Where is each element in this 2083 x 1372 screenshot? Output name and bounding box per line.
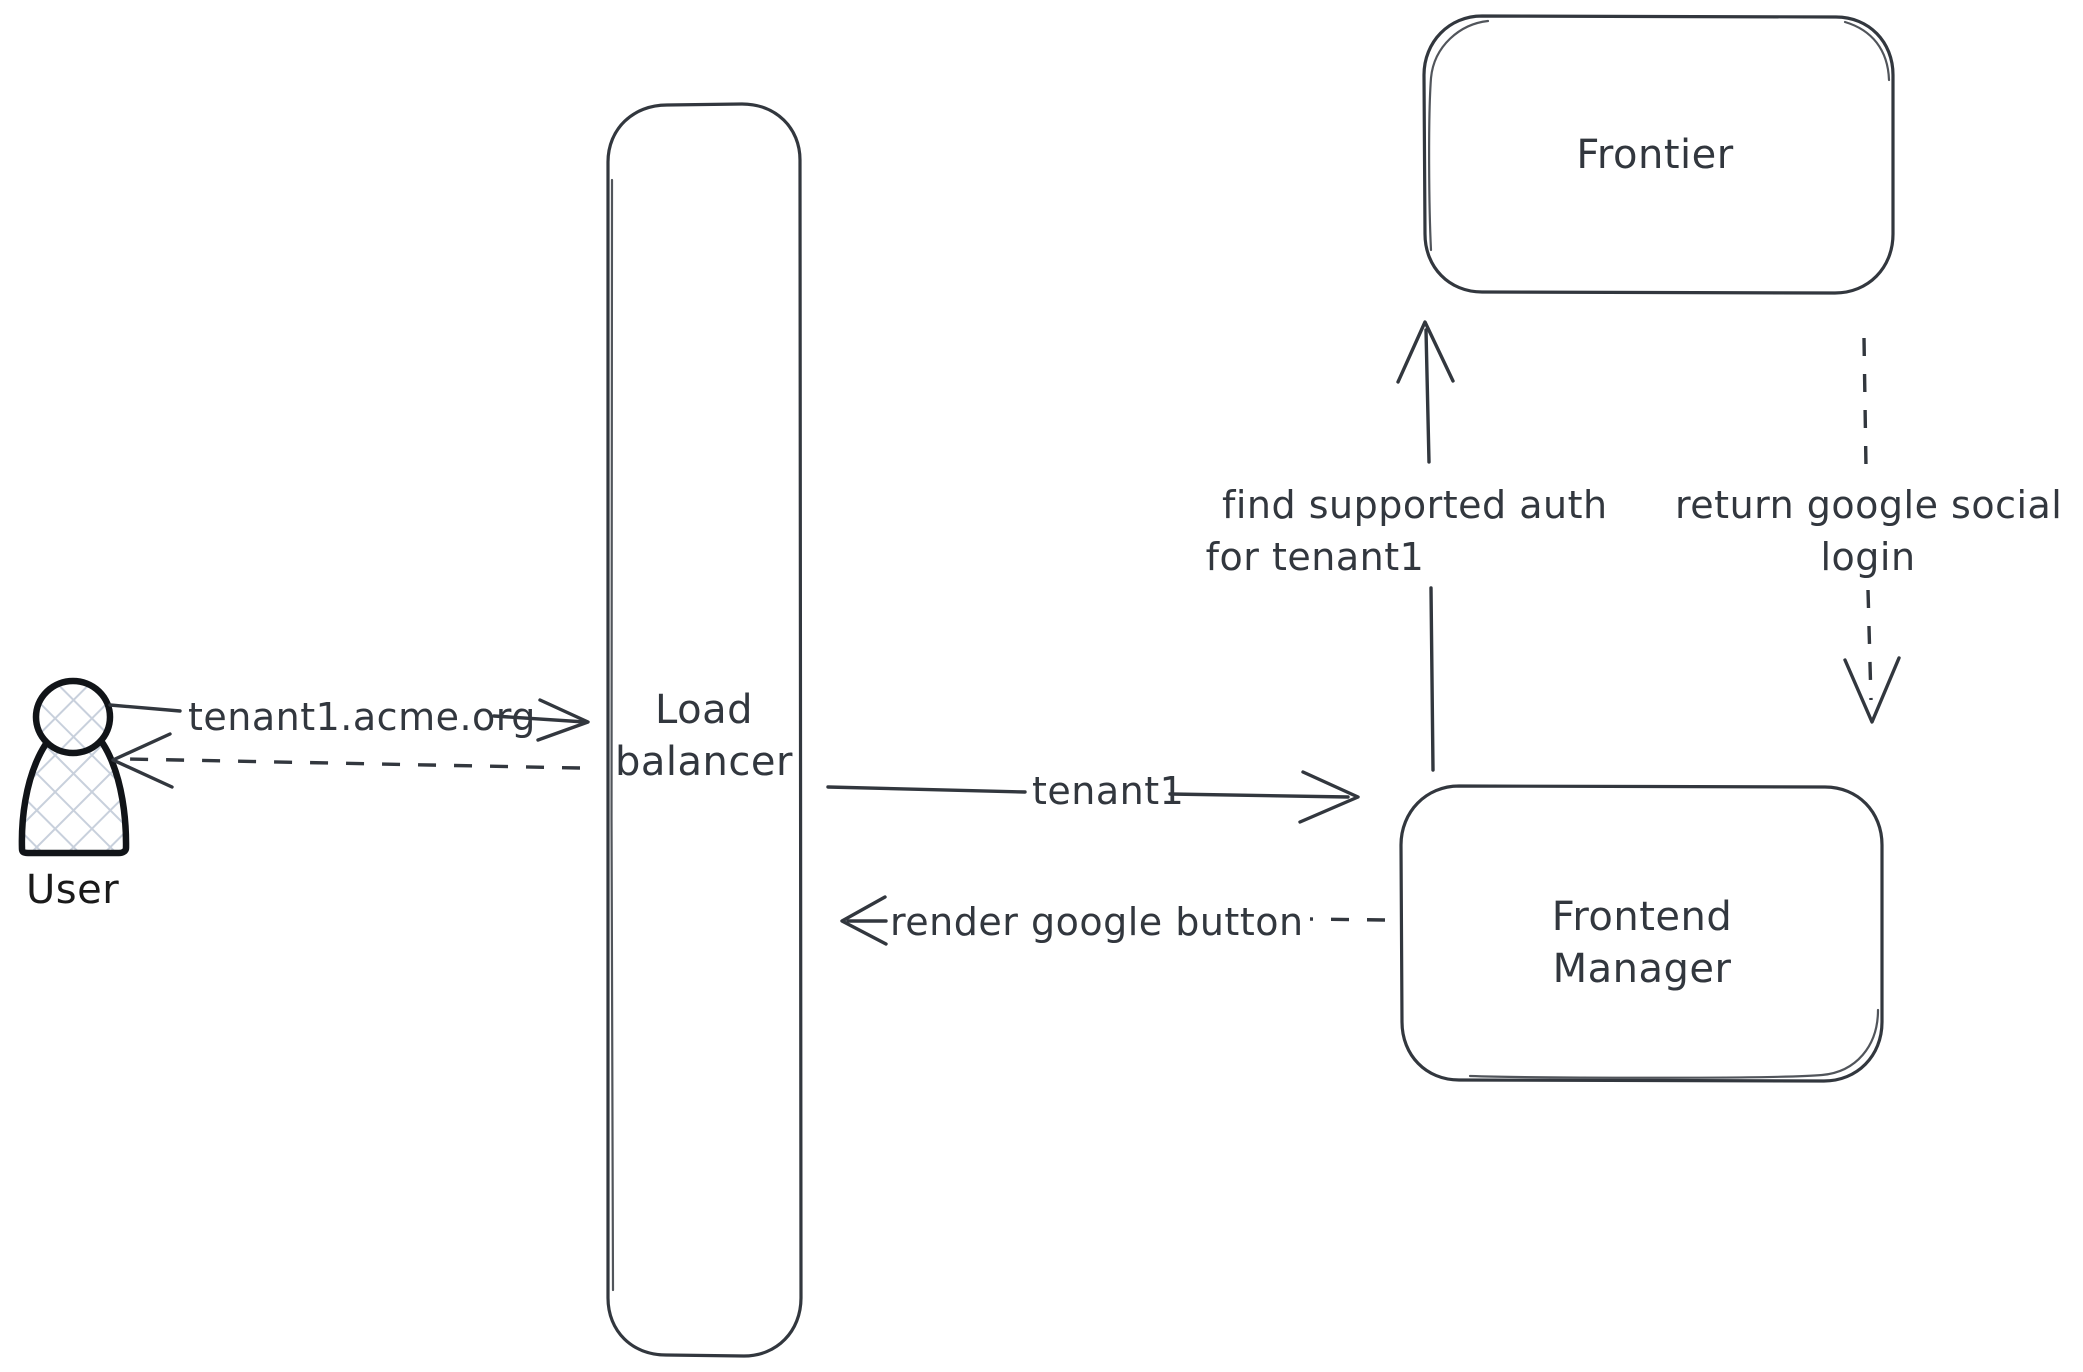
- edge-frontier-to-fm: [1843, 337, 1901, 724]
- load-balancer-box-sketch: [610, 178, 615, 1292]
- edge-fm-to-lb-label: render google button: [890, 900, 1304, 944]
- edge-lb-to-user-arrowhead: [111, 732, 174, 789]
- frontier-box: [1422, 14, 1895, 295]
- frontier-label: Frontier: [1576, 132, 1733, 178]
- edge-fm-to-frontier: [1396, 320, 1455, 772]
- frontend-manager-label-line1: Frontend: [1552, 894, 1733, 940]
- edge-lb-to-fm-label: tenant1: [1032, 769, 1184, 813]
- node-frontier[interactable]: [1422, 14, 1895, 295]
- edge-user-to-lb-arrowhead: [536, 698, 590, 742]
- edge-user-to-lb: [108, 698, 590, 742]
- load-balancer-label-line2: balancer: [615, 739, 793, 785]
- frontend-manager-box: [1399, 784, 1884, 1083]
- actor-user-label: User: [26, 867, 119, 913]
- edge-fm-to-frontier-line-lower: [1429, 586, 1435, 772]
- edge-frontier-to-fm-arrowhead: [1843, 656, 1901, 724]
- load-balancer-box: [606, 102, 803, 1358]
- edge-lb-to-fm-line-left: [826, 785, 1027, 794]
- edge-fm-to-frontier-arrowhead: [1396, 320, 1455, 384]
- edge-fm-to-lb: [840, 895, 1386, 946]
- edge-user-to-lb-label: tenant1.acme.org: [188, 695, 536, 739]
- user-body: [18, 720, 130, 857]
- edge-lb-to-fm: [826, 770, 1360, 824]
- edge-lb-to-fm-arrowhead: [1298, 770, 1360, 824]
- edge-user-to-lb-line-left: [108, 703, 182, 713]
- node-frontend-manager[interactable]: [1399, 784, 1884, 1083]
- edge-fm-to-lb-line: [1309, 917, 1386, 922]
- frontend-manager-label-line2: Manager: [1553, 946, 1732, 992]
- frontier-box-sketch: [1428, 19, 1490, 252]
- edge-user-to-lb-line-right: [492, 714, 587, 724]
- edge-lb-to-fm-line-right: [1168, 792, 1350, 799]
- edge-frontier-to-fm-label-line1: return google social: [1675, 483, 2062, 527]
- edge-lb-to-user-line: [127, 757, 581, 770]
- user-head: [32, 677, 114, 757]
- edge-fm-to-frontier-label-line2: for tenant1: [1206, 535, 1425, 579]
- edge-frontier-to-fm-label-line2: login: [1820, 535, 1915, 579]
- load-balancer-label-line1: Load: [655, 687, 753, 733]
- frontend-manager-box-sketch: [1468, 1008, 1880, 1079]
- edge-fm-to-lb-arrowhead: [840, 895, 888, 946]
- actor-user[interactable]: [18, 677, 130, 857]
- edge-lb-to-user: [111, 732, 581, 789]
- edge-fm-to-frontier-line-upper: [1424, 328, 1431, 464]
- edge-frontier-to-fm-line-upper: [1862, 337, 1868, 469]
- frontier-box-sketch-2: [1843, 20, 1891, 82]
- node-load-balancer[interactable]: [606, 102, 803, 1358]
- edge-fm-to-frontier-label-line1: find supported auth: [1222, 483, 1608, 527]
